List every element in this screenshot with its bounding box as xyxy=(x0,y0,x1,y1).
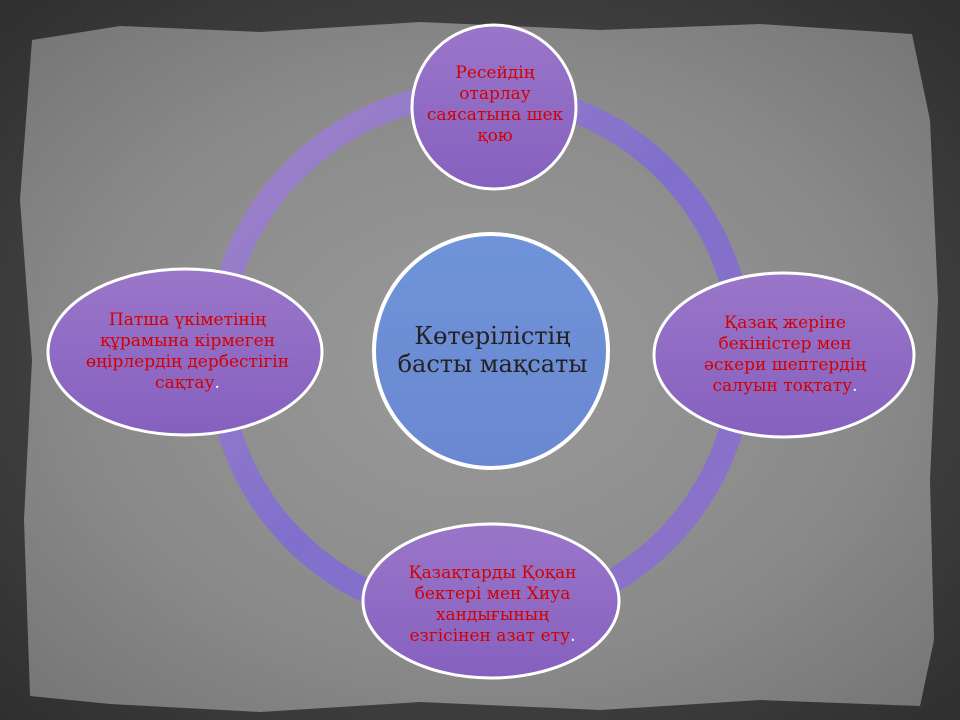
center-label: Көтерілістің басты мақсаты xyxy=(395,300,590,400)
satellite-dot-left: . xyxy=(214,373,220,393)
center-text: Көтерілістің басты мақсаты xyxy=(397,322,588,378)
satellite-bottom xyxy=(361,522,621,680)
satellite-label-bottom: Қазақтарды Қоқан бектері мен Хиуа хандығ… xyxy=(395,545,590,665)
satellite-top xyxy=(410,23,578,191)
satellite-left xyxy=(46,267,324,437)
satellite-dot-right: . xyxy=(852,376,858,396)
satellite-text-bottom: Қазақтарды Қоқан бектері мен Хиуа хандығ… xyxy=(408,563,577,646)
center-circle xyxy=(372,232,610,470)
satellite-label-right: Қазақ жеріне бекіністер мен әскери шепте… xyxy=(690,295,880,415)
satellite-right xyxy=(652,271,916,439)
satellite-label-top: Ресейдің отарлау саясатына шек қою xyxy=(425,55,565,155)
satellite-label-left: Патша үкіметінің құрамына кірмеген өңірл… xyxy=(75,292,300,412)
satellite-text-top: Ресейдің отарлау саясатына шек қою xyxy=(426,63,564,146)
satellite-dot-bottom: . xyxy=(570,626,576,646)
satellite-text-right: Қазақ жеріне бекіністер мен әскери шепте… xyxy=(703,313,867,396)
satellite-text-left: Патша үкіметінің құрамына кірмеген өңірл… xyxy=(85,310,290,393)
